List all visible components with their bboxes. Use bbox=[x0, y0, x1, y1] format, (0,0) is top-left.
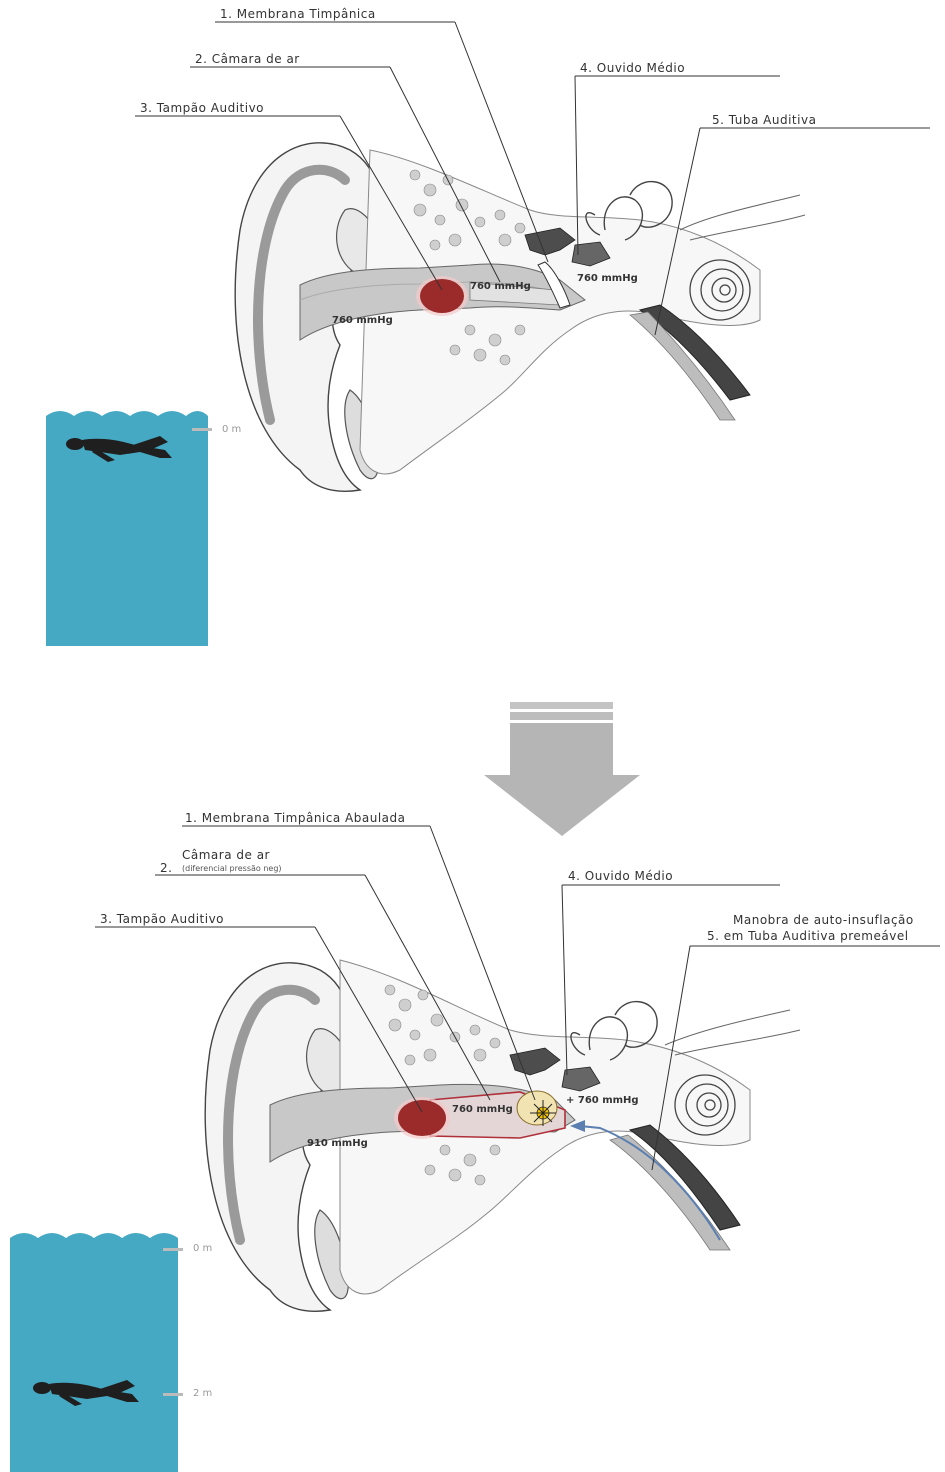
top-pressure-outer: 760 mmHg bbox=[332, 315, 393, 326]
top-label-air-chamber: 2. Câmara de ar bbox=[195, 52, 300, 66]
top-pressure-middle-ear: 760 mmHg bbox=[577, 273, 638, 284]
bottom-label-bulging-tympanic-membrane: 1. Membrana Timpânica Abaulada bbox=[185, 811, 405, 825]
bottom-label-middle-ear: 4. Ouvido Médio bbox=[568, 869, 673, 883]
top-depth-marker: 0 m bbox=[222, 424, 241, 435]
bottom-ear-illustration bbox=[205, 960, 800, 1311]
top-ear-illustration bbox=[235, 143, 805, 492]
top-pressure-chamber: 760 mmHg bbox=[470, 281, 531, 292]
bottom-pressure-middle-ear: + 760 mmHg bbox=[566, 1095, 639, 1106]
bottom-label-air-chamber: Câmara de ar bbox=[182, 848, 270, 862]
bottom-pressure-chamber: 760 mmHg bbox=[452, 1104, 513, 1115]
bottom-pressure-outer: 910 mmHg bbox=[307, 1138, 368, 1149]
bottom-depth-marker-diver: 2 m bbox=[193, 1388, 212, 1399]
top-label-ear-plug: 3. Tampão Auditivo bbox=[140, 101, 264, 115]
top-label-middle-ear: 4. Ouvido Médio bbox=[580, 61, 685, 75]
bottom-label-air-chamber-note: (diferencial pressão neg) bbox=[182, 864, 282, 873]
bottom-label-auto-insufflation: Manobra de auto-insuflação bbox=[733, 913, 914, 927]
bottom-label-ear-plug: 3. Tampão Auditivo bbox=[100, 912, 224, 926]
top-label-auditory-tube: 5. Tuba Auditiva bbox=[712, 113, 816, 127]
transition-arrow-icon bbox=[484, 702, 640, 836]
bottom-label-auditory-tube: 5. em Tuba Auditiva premeável bbox=[707, 929, 909, 943]
top-label-tympanic-membrane: 1. Membrana Timpânica bbox=[220, 7, 376, 21]
bottom-depth-marker-surface: 0 m bbox=[193, 1243, 212, 1254]
bottom-label-air-chamber-number: 2. bbox=[160, 861, 172, 875]
bottom-water-column bbox=[10, 1233, 183, 1472]
